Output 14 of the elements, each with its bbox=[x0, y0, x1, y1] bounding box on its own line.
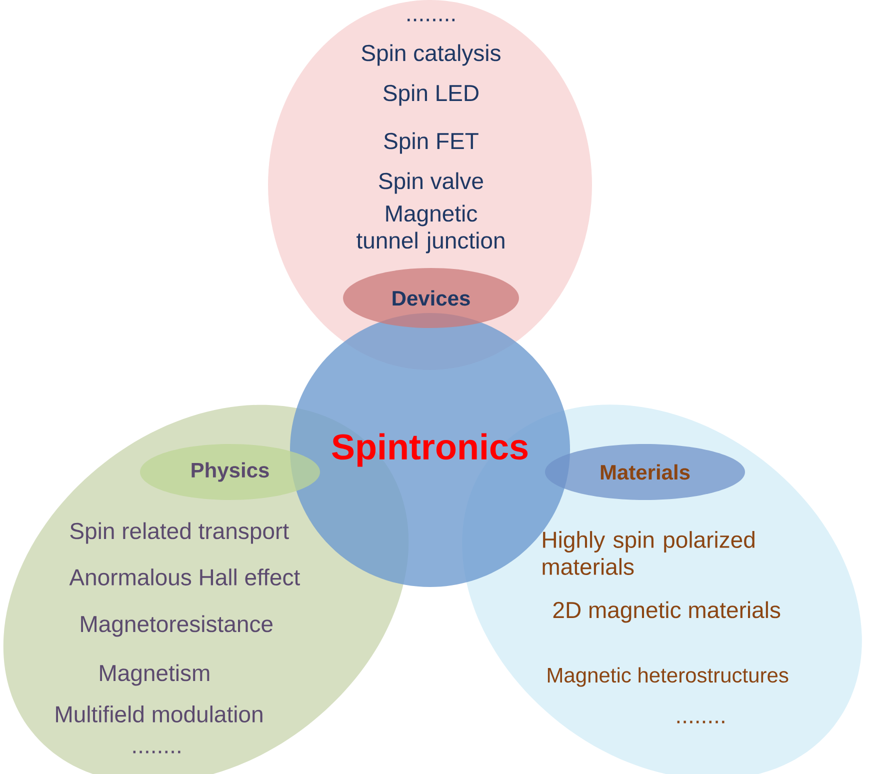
list-item: Magnetic heterostructures bbox=[548, 667, 788, 687]
list-item: ........ bbox=[408, 18, 454, 22]
list-item: Multifield modulation bbox=[56, 706, 262, 722]
list-item: 2D magnetic materials bbox=[553, 601, 780, 623]
list-item: Spin valve bbox=[379, 172, 484, 194]
list-item: Magnetoresistance bbox=[81, 615, 272, 637]
list-item: Magnetism bbox=[100, 664, 210, 686]
list-item: Spin LED bbox=[383, 84, 478, 106]
list-item: ........ bbox=[677, 720, 724, 724]
list-item: Spin catalysis bbox=[362, 44, 500, 66]
list-item: Magnetic tunnel junction bbox=[356, 204, 504, 254]
list-item: Spin FET bbox=[384, 132, 478, 154]
list-item: ........ bbox=[133, 750, 180, 754]
list-item: Spin related transport bbox=[70, 522, 289, 544]
